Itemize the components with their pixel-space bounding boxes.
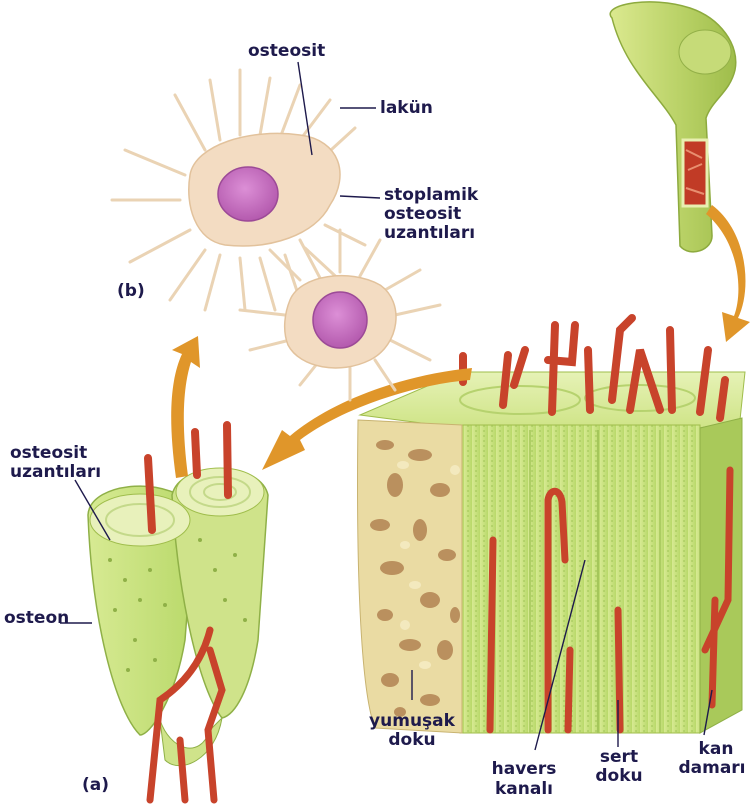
- label-b: (b): [117, 282, 145, 301]
- label-sert-line1: sert: [586, 748, 652, 767]
- label-osteon: osteon: [4, 609, 69, 628]
- label-sert-line2: doku: [586, 767, 652, 786]
- label-osteosit-uzantilari-line2: uzantıları: [10, 463, 101, 482]
- label-a: (a): [82, 776, 109, 795]
- label-kan-line1: kan: [676, 740, 755, 759]
- label-stoplamik-line1: stoplamik: [384, 186, 478, 205]
- label-stoplamik-line2: osteosit: [384, 205, 461, 224]
- label-osteosit: osteosit: [248, 42, 325, 61]
- osteon-group: [88, 468, 268, 766]
- label-kan-line2: damarı: [670, 759, 754, 778]
- label-stoplamik-line3: uzantıları: [384, 224, 475, 243]
- label-yumusak-line1: yumuşak: [362, 712, 462, 731]
- label-havers-line1: havers: [484, 760, 564, 779]
- label-osteosit-uzantilari-line1: osteosit: [10, 444, 87, 463]
- label-havers-line2: kanalı: [484, 780, 564, 799]
- label-lakun: lakün: [380, 99, 433, 118]
- label-yumusak-line2: doku: [362, 731, 462, 750]
- arrow-femur-to-block: [706, 205, 750, 342]
